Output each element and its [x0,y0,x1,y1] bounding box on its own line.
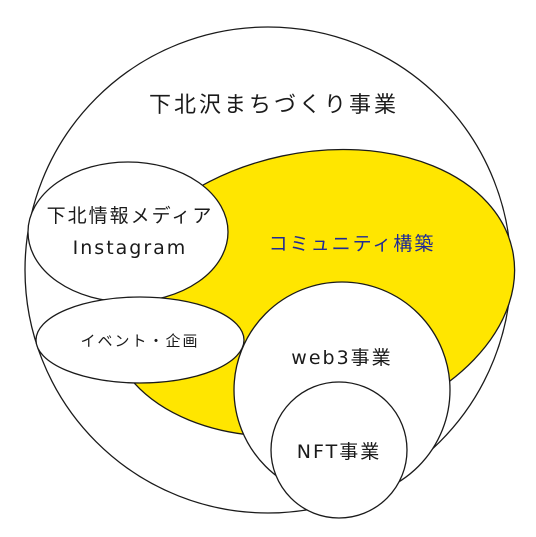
media-ellipse [27,161,229,303]
community-label: コミュニティ構築 [269,233,436,255]
outer-label: 下北沢まちづくり事業 [149,93,399,118]
nft-label: NFT事業 [297,441,381,463]
event-label: イベント・企画 [80,332,199,350]
nft-circle [270,381,408,519]
web3-label: web3事業 [291,347,392,369]
media-label-line1: 下北情報メディア [47,205,214,227]
event-ellipse [35,296,245,384]
media-label-line2: Instagram [73,237,188,259]
